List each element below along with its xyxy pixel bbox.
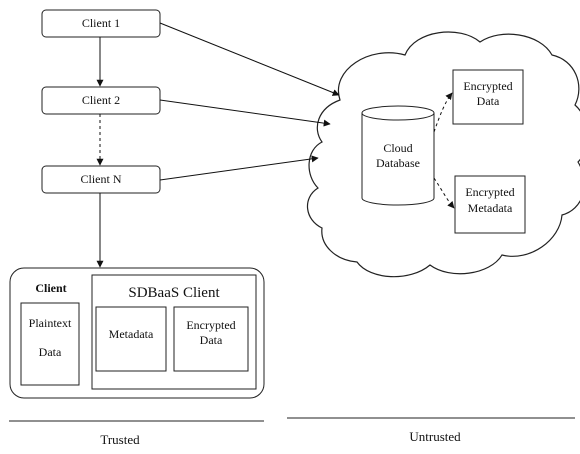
client-container-title: Client	[35, 281, 66, 295]
arrow-db-encrypted-data	[433, 92, 453, 133]
cloud-encrypted-data-label-line2: Data	[477, 94, 500, 108]
client-n-label: Client N	[81, 172, 122, 186]
sdbaas-client-title: SDBaaS Client	[128, 285, 220, 301]
plaintext-data-label-line2: Data	[39, 345, 62, 359]
trusted-label: Trusted	[100, 432, 140, 447]
client-encrypted-data-label-line2: Data	[200, 333, 223, 347]
metadata-label: Metadata	[109, 327, 154, 341]
cloud-database-cylinder	[361, 105, 435, 206]
arrow-db-encrypted-metadata	[433, 177, 455, 209]
untrusted-label: Untrusted	[409, 429, 461, 444]
client-1-label: Client 1	[82, 16, 120, 30]
client-2-label: Client 2	[82, 93, 120, 107]
client-encrypted-data-node	[173, 306, 249, 372]
metadata-node	[95, 306, 167, 372]
client-encrypted-data-label-line1: Encrypted	[186, 318, 235, 332]
arrow-clientn-cloud	[159, 155, 319, 181]
cloud-encrypted-metadata-label-line2: Metadata	[468, 201, 513, 215]
cloud-encrypted-data-label-line1: Encrypted	[463, 79, 512, 93]
plaintext-data-label-line1: Plaintext	[29, 316, 72, 330]
arrow-client1-cloud	[159, 22, 340, 96]
cloud-encrypted-data-node	[452, 69, 524, 125]
cloud-shape	[307, 31, 580, 278]
arrow-client2-cloud	[159, 99, 331, 127]
plaintext-data-node	[20, 302, 80, 386]
cloud-encrypted-metadata-label-line1: Encrypted	[465, 185, 514, 199]
cloud-encrypted-metadata-node	[454, 175, 526, 234]
cloud-database-label-line1: Cloud	[383, 141, 412, 155]
cloud-database-label-line2: Database	[376, 156, 420, 170]
